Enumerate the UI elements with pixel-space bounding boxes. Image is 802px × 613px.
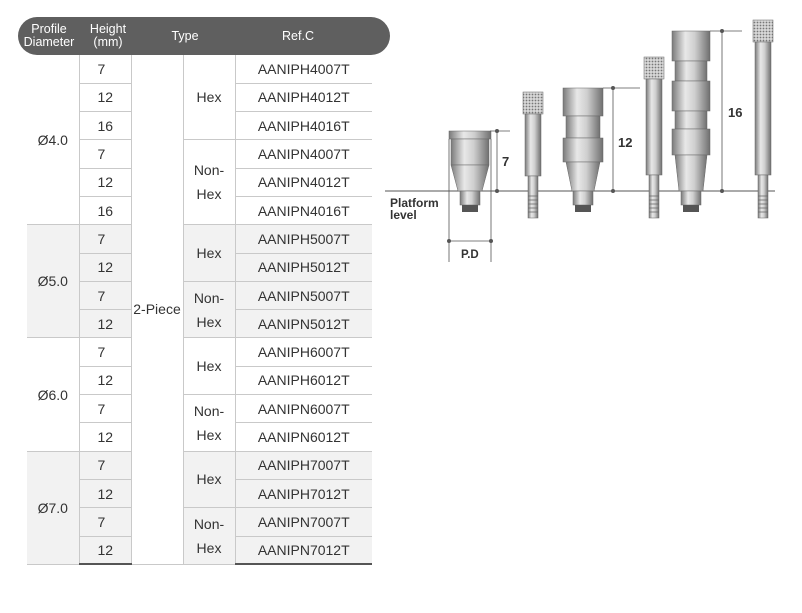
abutment-16mm [671,30,711,212]
type-cell: Hex [182,337,235,396]
pd-label: P.D [461,249,479,261]
height-cell: 7 [78,451,131,480]
ref-cell: AANIPN7012T [234,536,372,566]
diameter-cell: Ø4.0 [27,55,79,226]
ref-cell: AANIPH4007T [234,55,372,84]
table-row: Ø6.0 7 Hex AANIPH6007T [27,337,372,452]
ref-cell: AANIPH5007T [234,224,372,254]
type-cell: Non- Hex [182,281,235,339]
ref-cell: AANIPN4007T [234,139,372,169]
height-cell: 7 [78,337,131,367]
height-cell: 12 [78,83,131,113]
table-row: 12 AANIPN4012T [27,168,372,197]
type-cell: Non- Hex [182,394,235,452]
table-row: 12 AANIPH4012T [27,83,372,113]
dim-16-label: 16 [728,105,742,120]
table-header: Profile Diameter Height (mm) Type Ref.C [18,17,390,55]
height-cell: 7 [78,224,131,254]
type-cell: Non- Hex [182,139,235,226]
platform-level-label: Platform level [390,196,442,222]
table-row: 7 Non- Hex AANIPN4007T [27,139,372,226]
header-ref: Ref.C [282,28,314,43]
ref-cell: AANIPH6007T [234,337,372,367]
screw-2 [643,56,665,219]
table-row: 16 AANIPH4016T [27,111,372,141]
table-row: Ø4.0 7 2-Piece Hex AANIPH4007T [27,55,372,565]
header-type: Type [171,28,199,43]
table-row: 7 Non- Hex AANIPN6007T [27,394,372,452]
ref-cell: AANIPN4016T [234,196,372,226]
ref-cell: AANIPH6012T [234,366,372,396]
screw-1 [522,91,544,219]
type-cell: Non- Hex [182,507,235,565]
table-row: 12 AANIPN7012T [27,536,372,566]
table-row: 7 Non- Hex AANIPN7007T [27,507,372,565]
height-cell: 12 [78,168,131,197]
ref-cell: AANIPN5007T [234,281,372,311]
height-cell: 7 [78,394,131,424]
height-cell: 12 [78,422,131,452]
height-cell: 12 [78,253,131,282]
height-cell: 16 [78,196,131,226]
height-cell: 12 [78,366,131,396]
table-row: 12 AANIPH5012T [27,253,372,282]
table-row: 12 AANIPH6012T [27,366,372,396]
diameter-cell: Ø5.0 [27,224,79,339]
ref-cell: AANIPN6012T [234,422,372,452]
product-table: Ø4.0 7 2-Piece Hex AANIPH4007T 12 AANIPH… [27,55,372,566]
ref-cell: AANIPH5012T [234,253,372,282]
table-row: 7 Non- Hex AANIPN5007T [27,281,372,339]
diameter-cell: Ø7.0 [27,451,79,565]
height-cell: 16 [78,111,131,141]
table-row: 16 AANIPN4016T [27,196,372,226]
table-row: 12 AANIPH7012T [27,479,372,509]
diameter-cell: Ø6.0 [27,337,79,452]
ref-cell: AANIPN6007T [234,394,372,424]
ref-cell: AANIPH4012T [234,83,372,113]
height-cell: 12 [78,479,131,509]
height-cell: 7 [78,139,131,169]
height-cell: 12 [78,536,131,566]
type-cell: Hex [182,224,235,282]
abutment-7mm [448,130,492,212]
height-cell: 7 [78,507,131,537]
height-cell: 12 [78,309,131,339]
type-cell: Hex [182,451,235,509]
header-height: Height (mm) [89,22,127,49]
screw-3 [752,19,774,219]
ref-cell: AANIPH7012T [234,479,372,509]
dim-12-label: 12 [618,135,632,150]
ref-cell: AANIPN5012T [234,309,372,339]
ref-cell: AANIPH7007T [234,451,372,480]
type-cell: Hex [182,55,235,141]
ref-cell: AANIPN4012T [234,168,372,197]
dim-7-label: 7 [502,154,509,169]
ref-cell: AANIPH4016T [234,111,372,141]
abutment-diagram: 7 P.D Platform level 12 [385,19,775,262]
abutment-12mm [562,87,604,212]
table-row: 12 AANIPN5012T [27,309,372,339]
table-row: 12 AANIPN6012T [27,422,372,452]
table-row: Ø5.0 7 Hex AANIPH5007T [27,224,372,339]
table-row: Ø7.0 7 Hex AANIPH7007T [27,451,372,565]
header-profile-diameter: Profile Diameter [23,22,75,49]
height-cell: 7 [78,281,131,311]
piece-cell: 2-Piece [130,55,183,565]
ref-cell: AANIPN7007T [234,507,372,537]
height-cell: 7 [78,55,131,84]
